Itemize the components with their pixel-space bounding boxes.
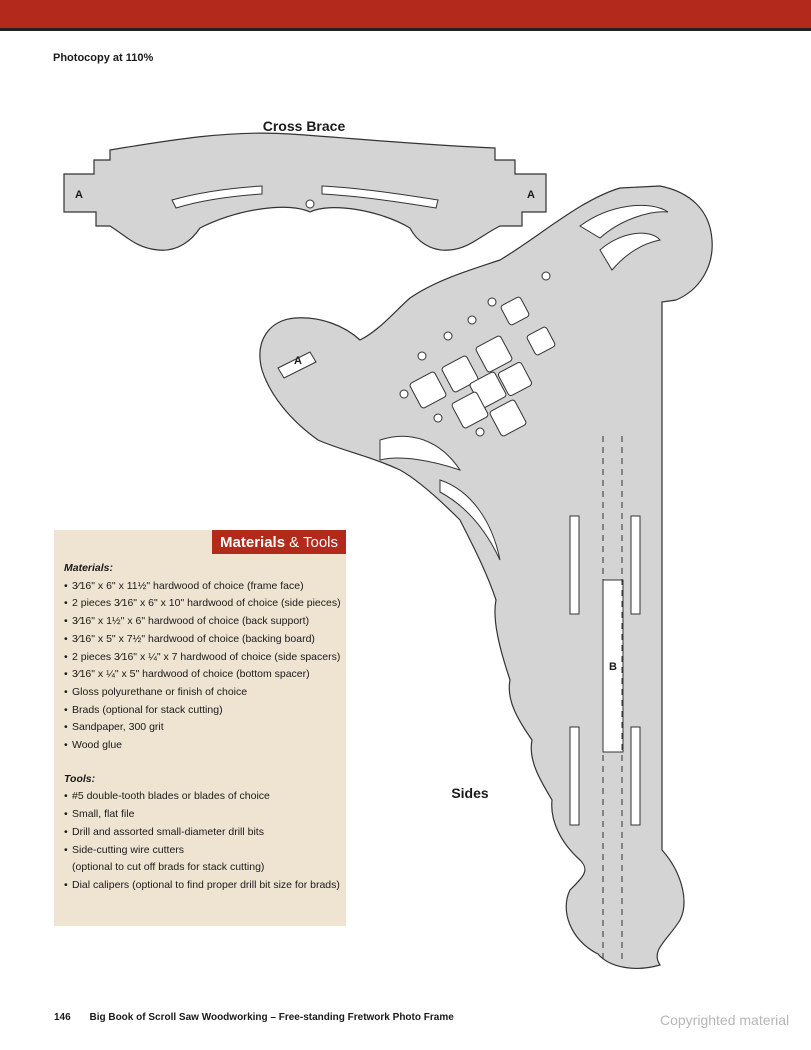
list-item: Gloss polyurethane or finish of choice [64, 684, 342, 702]
materials-tools-box: Materials & Tools Materials: 3⁄16" x 6" … [54, 530, 346, 926]
tools-list: #5 double-tooth blades or blades of choi… [64, 788, 342, 894]
list-item: Side-cutting wire cutters [64, 842, 342, 860]
list-item: Small, flat file [64, 806, 342, 824]
cross-brace-title: Cross Brace [263, 118, 346, 134]
tools-title: Tools: [64, 772, 96, 785]
photocopy-note: Photocopy at 110% [53, 52, 154, 64]
list-item: 3⁄16" x 1½" x 6" hardwood of choice (bac… [64, 613, 342, 631]
list-item: 3⁄16" x 5" x 7½" hardwood of choice (bac… [64, 631, 342, 649]
list-item: Wood glue [64, 737, 342, 755]
copyright-watermark: Copyrighted material [660, 1012, 790, 1028]
materials-list: 3⁄16" x 6" x 11½" hardwood of choice (fr… [64, 578, 342, 755]
list-item: 3⁄16" x ¼" x 5" hardwood of choice (bott… [64, 666, 342, 684]
list-item: Drill and assorted small-diameter drill … [64, 824, 342, 842]
side-piece-pattern [259, 185, 713, 969]
header-bold: Materials [220, 533, 286, 551]
cross-brace-pattern [63, 132, 547, 251]
list-item: 2 pieces 3⁄16" x ¼" x 7 hardwood of choi… [64, 649, 342, 667]
list-item: 3⁄16" x 6" x 11½" hardwood of choice (fr… [64, 578, 342, 596]
header-rest: & Tools [289, 533, 338, 551]
list-item: Dial calipers (optional to find proper d… [64, 877, 342, 895]
footer-text: Big Book of Scroll Saw Woodworking – Fre… [89, 1012, 454, 1023]
materials-tools-body: Materials: 3⁄16" x 6" x 11½" hardwood of… [64, 560, 342, 895]
cross-brace-marker-right: A [527, 189, 535, 201]
page-footer: 146 Big Book of Scroll Saw Woodworking –… [54, 1012, 454, 1023]
cross-brace-marker-left: A [75, 189, 83, 201]
side-marker-b: B [609, 661, 617, 673]
top-color-bar [0, 0, 811, 31]
sides-title: Sides [451, 785, 489, 801]
list-item: Sandpaper, 300 grit [64, 719, 342, 737]
side-marker-a: A [294, 355, 302, 367]
list-item: 2 pieces 3⁄16" x 6" x 10" hardwood of ch… [64, 595, 342, 613]
page-number: 146 [54, 1012, 71, 1023]
materials-tools-header: Materials & Tools [212, 530, 346, 554]
list-item: #5 double-tooth blades or blades of choi… [64, 788, 342, 806]
list-item-continuation: (optional to cut off brads for stack cut… [72, 861, 265, 874]
list-item: Brads (optional for stack cutting) [64, 702, 342, 720]
materials-title: Materials: [64, 562, 114, 574]
